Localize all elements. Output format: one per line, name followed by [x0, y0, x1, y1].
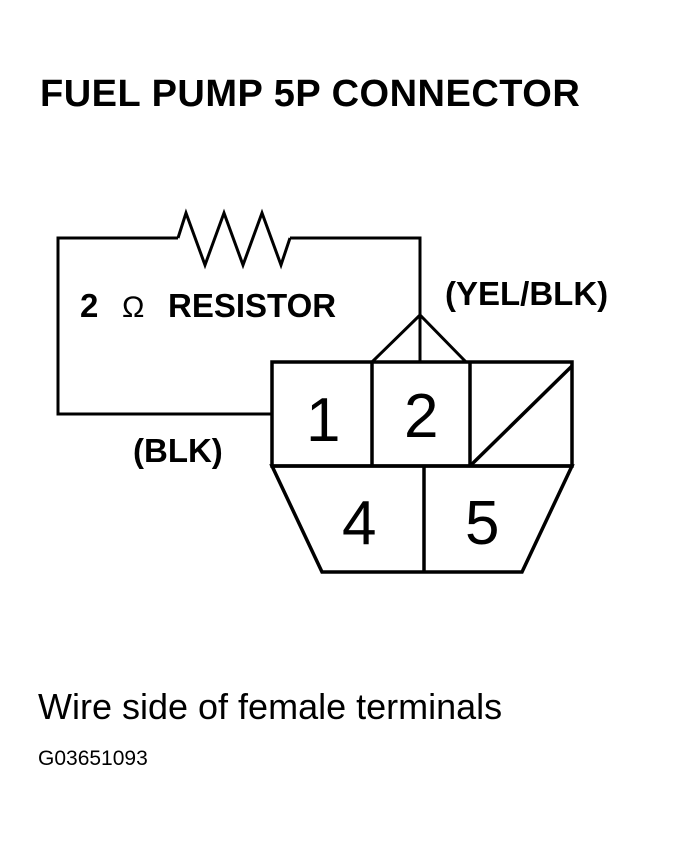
wire-color-blk: (BLK) [133, 432, 223, 469]
diagram-caption: Wire side of female terminals [38, 686, 502, 727]
diagram-title: FUEL PUMP 5P CONNECTOR [40, 73, 580, 115]
ohm-symbol: Ω [122, 291, 144, 324]
pin-2-label: 2 [404, 382, 438, 451]
pin-5-label: 5 [465, 489, 499, 558]
resistor-text: RESISTOR [168, 287, 336, 324]
resistor-zigzag-icon [176, 208, 292, 270]
jumper-wire-left [56, 236, 272, 416]
figure-id: G03651093 [38, 747, 148, 770]
wire-color-yel-blk: (YEL/BLK) [445, 275, 608, 312]
pin-1-label: 1 [306, 386, 340, 455]
jumper-wire-right [290, 236, 422, 315]
pin-4-label: 4 [342, 489, 376, 558]
resistor-label: 2 Ω RESISTOR [80, 287, 336, 324]
connector-bottom-row [269, 464, 575, 574]
connector-body [269, 360, 575, 574]
resistor-value: 2 [80, 287, 98, 324]
unused-cavity-slash-icon [468, 364, 574, 468]
